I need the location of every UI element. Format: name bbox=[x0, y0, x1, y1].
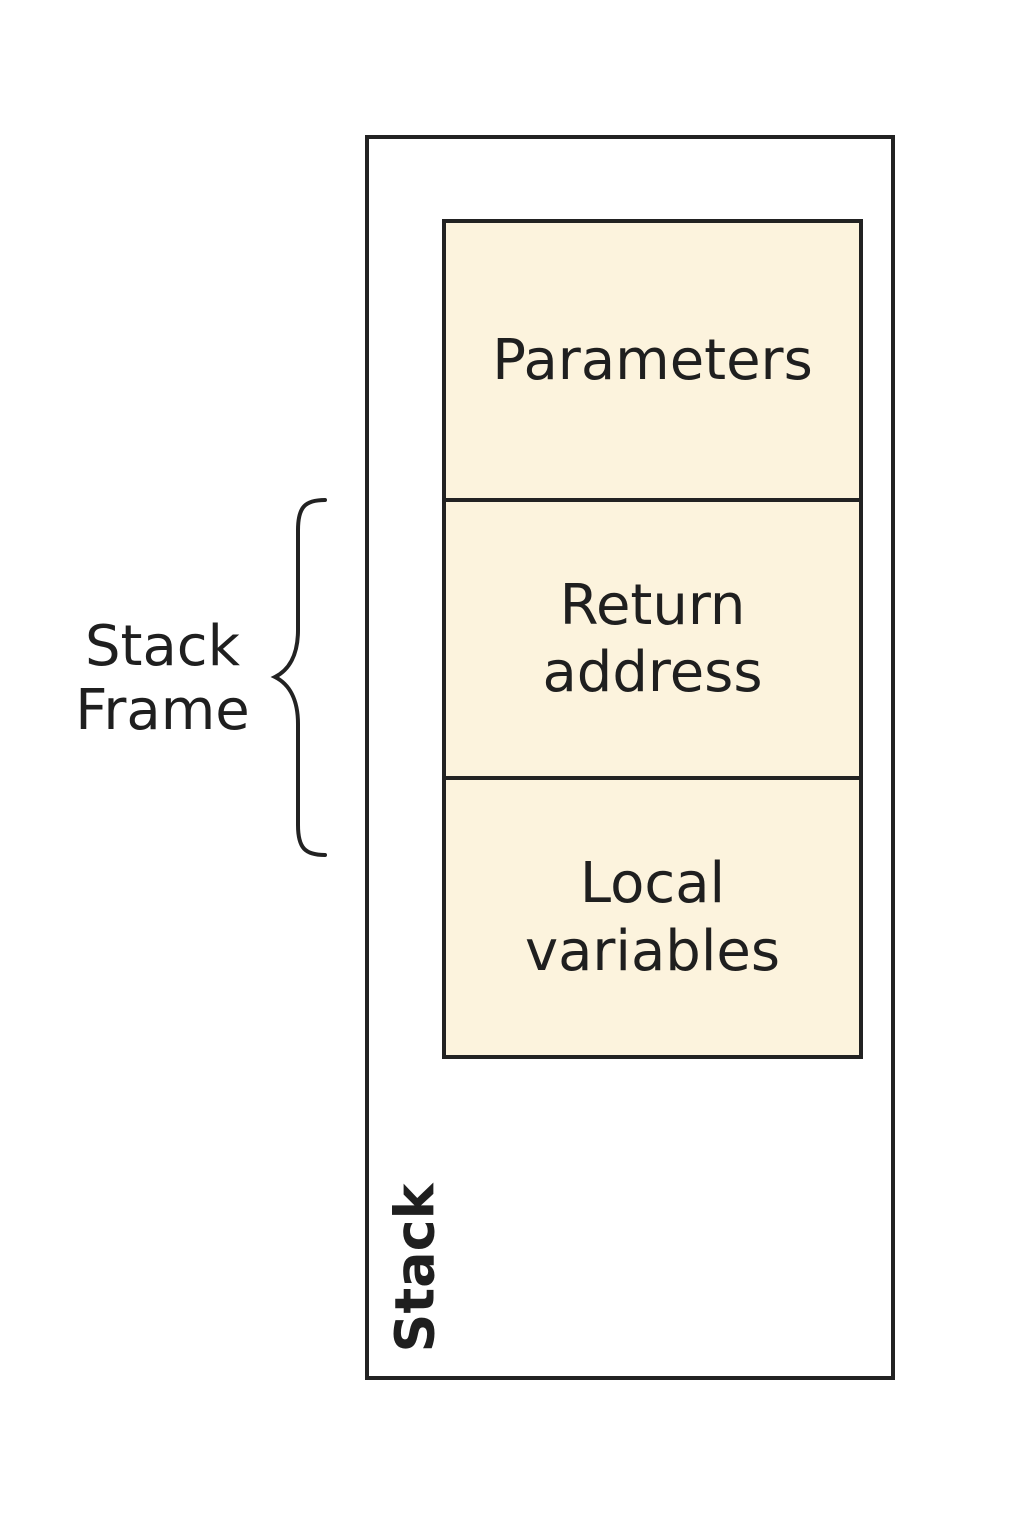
parameters-label: Parameters bbox=[492, 327, 813, 393]
return-address-cell: Return address bbox=[446, 497, 859, 777]
stack-frame-block: Parameters Return address Local variable… bbox=[442, 219, 863, 1059]
stack-frame-label: Stack Frame bbox=[75, 614, 250, 744]
curly-brace-icon bbox=[270, 498, 327, 857]
stack-label: Stack bbox=[383, 1183, 447, 1353]
parameters-cell: Parameters bbox=[446, 223, 859, 498]
return-address-label: Return address bbox=[542, 572, 763, 705]
local-variables-label: Local variables bbox=[524, 851, 781, 984]
curly-brace-path bbox=[270, 498, 327, 857]
local-variables-cell: Local variables bbox=[446, 776, 859, 1056]
